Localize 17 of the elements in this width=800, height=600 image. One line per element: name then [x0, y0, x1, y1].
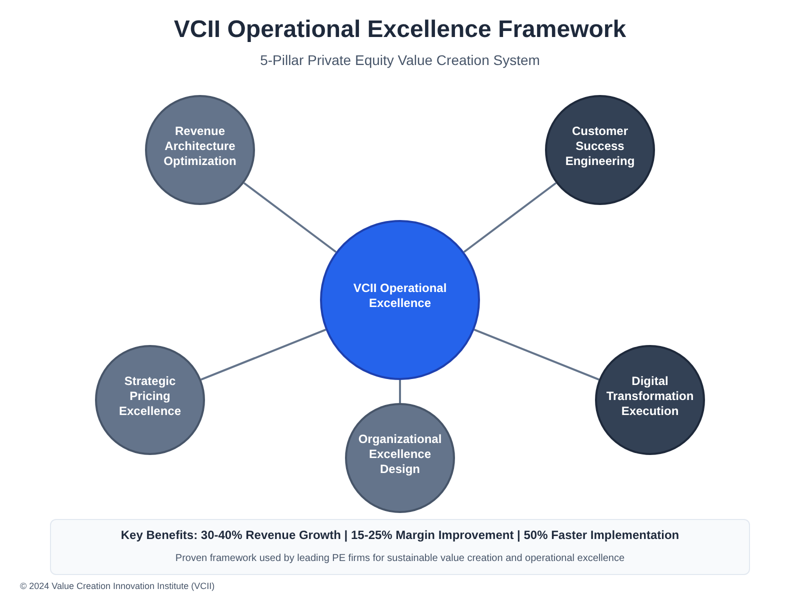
pillar-label: VCII Operational Excellence: [352, 281, 448, 311]
connector-line: [463, 182, 557, 253]
footer-note: © 2024 Value Creation Innovation Institute (VCII): [20, 581, 215, 591]
connector-line: [200, 328, 326, 380]
pillar-label: Organizational Excellence Design: [357, 432, 443, 476]
connector-line: [474, 328, 600, 380]
pillar-label: Digital Transformation Execution: [605, 374, 695, 418]
title: VCII Operational Excellence Framework: [172, 16, 628, 44]
connector-line: [243, 182, 337, 253]
benefits-note: Proven framework used by leading PE firms for sustainable value creation and operational excellence: [174, 552, 626, 566]
connector-line: [399, 380, 401, 403]
pillar-label: Customer Success Engineering: [564, 124, 636, 168]
benefits-heading: Key Benefits: 30-40% Revenue Growth | 15-25% Margin Improvement | 50% Faster Implementation: [120, 528, 680, 543]
benefits-panel: [50, 519, 750, 575]
pillar-label: Strategic Pricing Excellence: [118, 374, 182, 418]
subtitle: 5-Pillar Private Equity Value Creation System: [259, 52, 541, 68]
pillar-label: Revenue Architecture Optimization: [162, 124, 238, 168]
